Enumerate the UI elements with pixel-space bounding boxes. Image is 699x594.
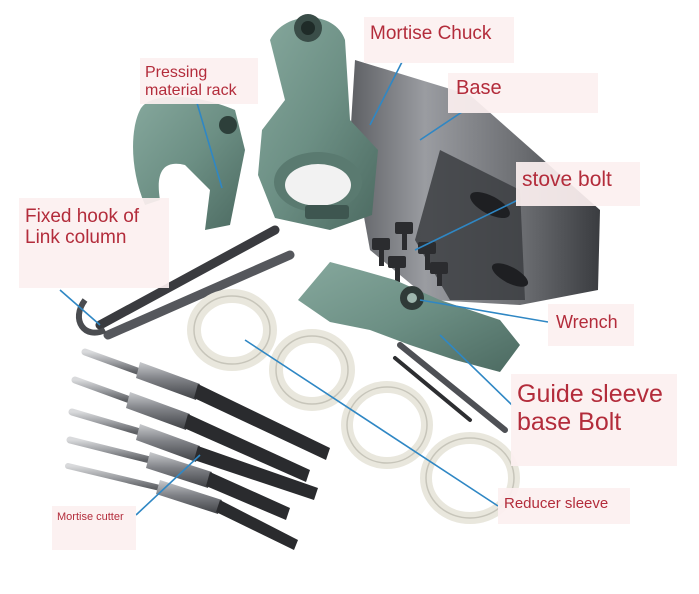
label-guide-sleeve: Guide sleeve base Bolt — [511, 374, 677, 466]
label-mortise-cutter: Mortise cutter — [52, 506, 136, 550]
leader-lines — [59, 61, 549, 516]
guide-sleeve-base — [298, 262, 520, 433]
label-stove-bolt: stove bolt — [516, 162, 640, 206]
mortise-chuck — [258, 14, 378, 230]
reducer-sleeves — [187, 289, 520, 524]
label-wrench: Wrench — [548, 304, 634, 346]
mortise-cutters — [65, 348, 330, 550]
pressing-rack — [133, 96, 245, 230]
label-reducer-sleeve: Reducer sleeve — [498, 488, 630, 524]
link-column-rods — [76, 225, 295, 340]
label-pressing-material-rack: Pressing material rack — [140, 58, 258, 104]
stove-bolts — [372, 222, 448, 286]
label-fixed-hook: Fixed hook of Link column — [19, 198, 169, 288]
label-base: Base — [448, 73, 598, 113]
label-mortise-chuck: Mortise Chuck — [364, 17, 514, 63]
